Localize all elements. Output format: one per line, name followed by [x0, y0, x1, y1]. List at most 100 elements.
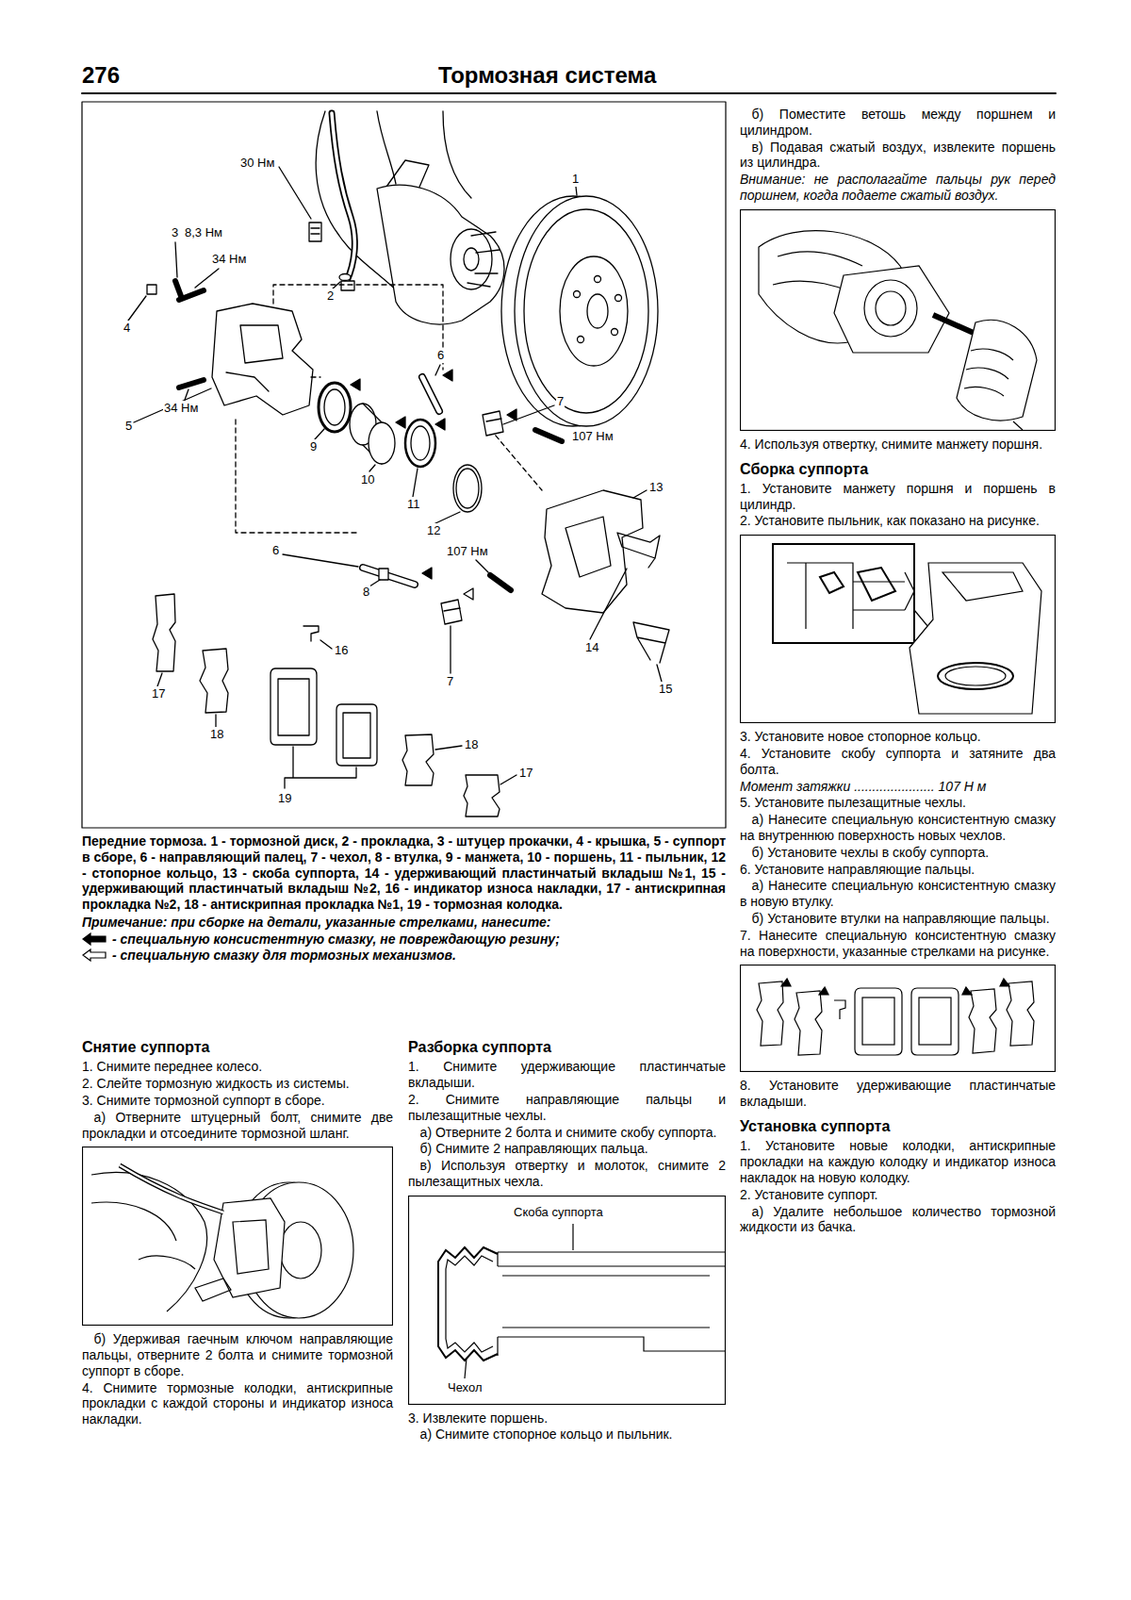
line-art	[507, 409, 517, 421]
text-column: Передние тормоза. 1 - тормозной диск, 2 …	[81, 833, 726, 963]
line-art	[273, 284, 443, 370]
instruction-text: 1. Снимите переднее колесо.	[81, 1058, 394, 1075]
instruction-text: 3. Установите новое стопорное кольцо.	[739, 728, 1056, 745]
line-art	[270, 668, 317, 745]
instruction-text: а) Отверните 2 болта и снимите скобу суп…	[408, 1124, 726, 1141]
line-art	[467, 282, 491, 287]
callout-number: 6	[436, 347, 445, 363]
line-art	[918, 997, 951, 1045]
line-art	[486, 418, 502, 422]
arrow-shape	[82, 933, 106, 945]
callout-number: 17	[150, 686, 166, 702]
line-art	[331, 113, 355, 281]
line-art	[497, 1250, 725, 1252]
line-art	[862, 997, 895, 1045]
line-art	[514, 196, 658, 427]
line-art	[786, 562, 853, 629]
part-label: Скоба суппорта	[511, 1204, 606, 1220]
line-art	[362, 567, 415, 585]
line-art	[875, 291, 906, 326]
line-art	[368, 422, 395, 464]
line-art	[311, 227, 320, 229]
callout-number: 3	[170, 225, 180, 241]
line-art	[435, 364, 441, 376]
line-art	[945, 666, 1006, 686]
line-art	[336, 704, 377, 766]
callout-number: 9	[309, 439, 318, 455]
line-art	[232, 1219, 269, 1274]
line-art	[119, 1164, 224, 1213]
line-art	[240, 325, 283, 363]
line-art	[318, 382, 351, 432]
instruction-text: 4. Используя отвертку, снимите манжету п…	[739, 436, 1056, 453]
instruction-text: а) Снимите стопорное кольцо и пыльник.	[408, 1426, 726, 1443]
text-column: Снятие суппорта1. Снимите переднее колес…	[81, 1030, 394, 1428]
line-art	[138, 1255, 196, 1269]
line-art	[311, 232, 320, 234]
line-art	[464, 1357, 467, 1378]
line-art	[369, 579, 380, 587]
figure-remove-caliper	[81, 1146, 394, 1326]
boot-section-illustration	[408, 1195, 726, 1405]
section-heading: Сборка суппорта	[739, 459, 1056, 478]
line-art	[500, 774, 517, 785]
instruction-text: 3. Извлеките поршень.	[408, 1409, 726, 1427]
page-title: Тормозная система	[438, 62, 656, 89]
text-column: Разборка суппорта1. Снимите удерживающие…	[408, 1030, 726, 1443]
line-art	[834, 265, 950, 353]
line-art	[179, 290, 204, 300]
line-art	[195, 268, 219, 288]
line-art	[575, 186, 577, 196]
instruction-text: 2. Установите суппорт.	[739, 1186, 1056, 1203]
instruction-text: б) Снимите 2 направляющих пальца.	[408, 1140, 726, 1157]
line-art	[324, 389, 345, 426]
instruction-text: в) Используя отвертку и молоток, снимите…	[408, 1157, 726, 1190]
callout-number: 15	[657, 681, 673, 697]
line-art	[343, 712, 371, 758]
instruction-text: 1. Установите новые колодки, антискрипны…	[739, 1137, 1056, 1185]
instruction-text: б) Установите чехлы в скобу суппорта.	[739, 844, 1056, 861]
line-art	[152, 593, 176, 672]
callout-number: 19	[277, 790, 293, 806]
line-art	[128, 295, 147, 321]
line-art	[740, 209, 1056, 430]
line-art	[541, 490, 643, 613]
line-art	[195, 1278, 231, 1301]
line-art	[633, 490, 647, 498]
line-art	[369, 464, 376, 472]
callout-number: 16	[333, 642, 349, 658]
line-art	[615, 295, 623, 302]
callout-number: 17	[518, 765, 534, 781]
line-art	[377, 111, 396, 184]
line-art	[633, 622, 670, 663]
line-art	[442, 369, 453, 381]
torque-value: 8,3 Нм	[183, 225, 224, 241]
instruction-text: 2. Снимите направляющие пальцы и пылезащ…	[408, 1091, 726, 1124]
line-art	[565, 516, 611, 577]
callout-number: 14	[584, 639, 600, 656]
instruction-text: а) Удалите небольшое количество тормозно…	[739, 1203, 1056, 1236]
line-art	[572, 1223, 574, 1250]
line-art	[278, 166, 312, 219]
line-art	[964, 348, 1014, 396]
line-art	[482, 410, 504, 436]
torque-value: 107 Нм	[571, 428, 615, 444]
line-art	[490, 428, 542, 491]
line-art	[184, 389, 189, 400]
line-art	[456, 468, 479, 509]
callout-number: 7	[556, 393, 565, 410]
torque-value: 34 Нм	[163, 400, 199, 416]
line-art	[937, 662, 1014, 689]
callout-number: 18	[209, 726, 225, 742]
instruction-text: 7. Нанесите специальную консистентную см…	[739, 927, 1056, 960]
line-art	[443, 607, 460, 611]
instruction-text: 1. Установите манжету поршня и поршень в…	[739, 480, 1056, 513]
callout-number: 11	[406, 496, 422, 512]
callout-number: 8	[361, 584, 371, 600]
dust-boot-illustration	[739, 534, 1056, 723]
line-art	[450, 229, 492, 290]
line-art	[1013, 421, 1023, 430]
line-art	[412, 468, 418, 497]
line-art	[781, 978, 1010, 995]
instruction-text: 1. Снимите удерживающие пластинчатые вкл…	[408, 1058, 726, 1091]
